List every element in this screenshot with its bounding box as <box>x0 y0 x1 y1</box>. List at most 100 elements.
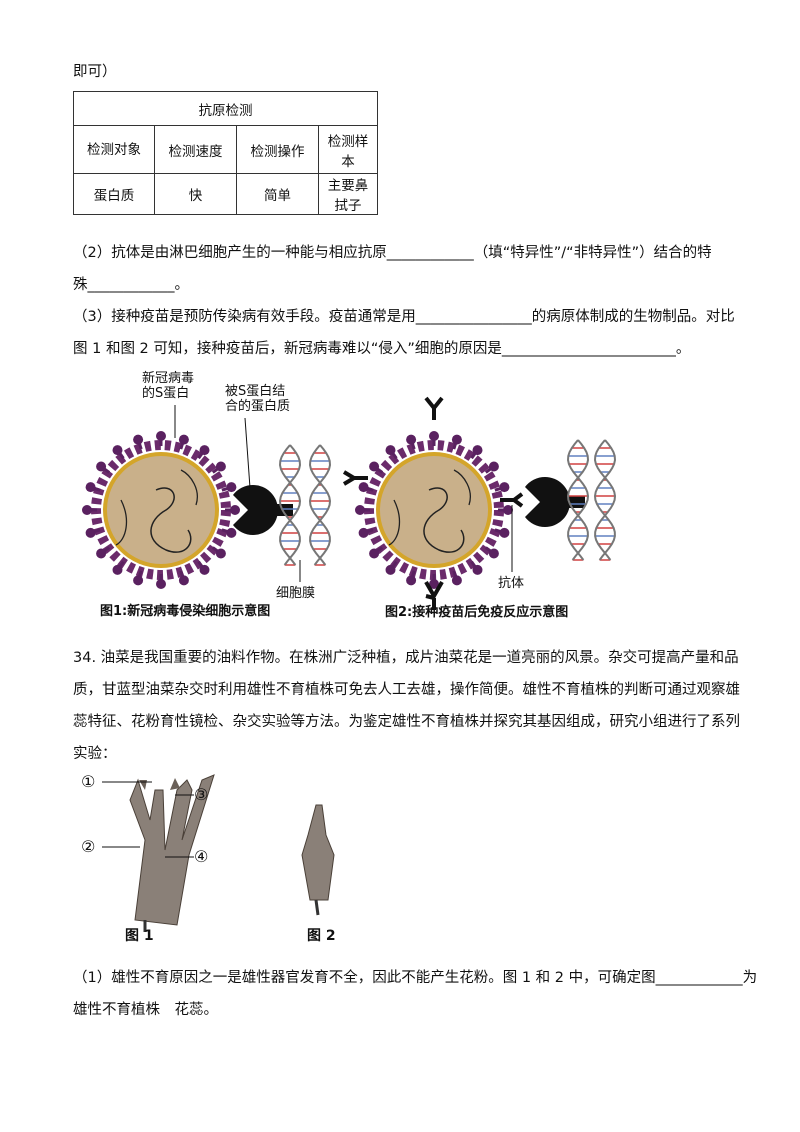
spike-stalk <box>179 442 185 450</box>
q34-1-line1: （1）雄性不育原因之一是雄性器官发育不全，因此不能产生花粉。图 1 和 2 中，… <box>73 970 758 986</box>
spike-protein <box>499 527 510 538</box>
spike-protein <box>488 461 499 472</box>
spike-protein <box>451 575 462 586</box>
spike-stalk <box>410 570 416 578</box>
virus-1 <box>82 431 240 589</box>
spike-protein <box>406 575 417 586</box>
q3-line1: （3）接种疫苗是预防传染病有效手段。疫苗通常是用________________… <box>73 309 735 325</box>
spike-stalk <box>103 467 111 474</box>
spike-stalk <box>452 442 458 450</box>
spike-protein <box>406 434 417 445</box>
marker4-label: ④ <box>194 847 209 866</box>
spike-protein <box>226 482 237 493</box>
intro-tail-text: 即可） <box>73 64 117 80</box>
antigen-table-cell: 主要鼻拭子 <box>318 173 378 215</box>
spike-protein <box>451 434 462 445</box>
antigen-table: 抗原检测 检测对象 检测速度 检测操作 检测样本 蛋白质 快 简单 主要鼻拭子 <box>73 91 378 215</box>
membrane-strand <box>278 444 302 566</box>
spike-protein <box>230 505 240 515</box>
spike-stalk <box>470 560 477 568</box>
spike-protein <box>178 434 189 445</box>
spike-protein <box>96 548 107 559</box>
q34-line3: 蕊特征、花粉育性镜检、杂交实验等方法。为鉴定雄性不育植株并探究其基因组成，研究小… <box>73 714 740 730</box>
spike-protein <box>503 505 513 515</box>
flower-figure1-caption: 图 1 <box>125 928 154 944</box>
spike-stalk <box>410 442 416 450</box>
membrane-label: 细胞膜 <box>276 586 316 601</box>
spike-protein <box>112 564 123 575</box>
q34-1-line2: 雄性不育植株 花蕊。 <box>73 1002 218 1018</box>
spike-protein <box>385 445 396 456</box>
flower-2-image <box>301 804 335 916</box>
spike-stalk <box>93 528 101 534</box>
membrane-strand <box>566 439 590 561</box>
figure1-caption: 图1:新冠病毒侵染细胞示意图 <box>100 604 271 619</box>
spike-stalk <box>137 570 143 578</box>
spike-stalk <box>197 452 204 460</box>
q2-line2: 殊____________。 <box>73 277 189 293</box>
spike-stalk <box>93 486 101 492</box>
membrane-strand <box>308 444 332 566</box>
cell-membrane-1 <box>278 444 302 566</box>
q3-line2: 图 1 和图 2 可知，接种疫苗后，新冠病毒难以“侵入”细胞的原因是______… <box>73 341 691 357</box>
spike-protein-group <box>355 431 513 589</box>
antibody-left <box>342 470 368 486</box>
membrane-strand <box>278 444 302 566</box>
figure2-caption: 图2:接种疫苗后免疫反应示意图 <box>385 605 569 620</box>
spike-protein <box>472 564 483 575</box>
flower-figure2-caption: 图 2 <box>307 928 336 944</box>
spike-stalk <box>366 486 374 492</box>
antibody-label: 抗体 <box>498 576 525 591</box>
antigen-table-cell: 蛋白质 <box>73 173 155 215</box>
spike-protein <box>369 461 380 472</box>
marker3-label: ③ <box>194 785 209 804</box>
receptor-protein-1 <box>233 485 293 535</box>
membrane-strand <box>593 439 617 561</box>
spike-protein-group <box>82 431 240 589</box>
marker1-label: ① <box>81 772 96 791</box>
spike-protein <box>156 579 166 589</box>
spike-protein <box>226 527 237 538</box>
spike-protein <box>85 527 96 538</box>
spike-protein <box>385 564 396 575</box>
spike-stalk <box>221 528 229 534</box>
spike-protein <box>82 505 92 515</box>
spike-protein <box>429 431 439 441</box>
spike-stalk <box>211 467 219 474</box>
spike-label: 新冠病毒 的S蛋白 <box>142 371 195 401</box>
spike-protein <box>199 445 210 456</box>
spike-stalk <box>179 570 185 578</box>
q34-line2: 质，甘蓝型油菜杂交时利用雄性不育植株可免去人工去雄，操作简便。雄性不育植株的判断… <box>73 682 740 698</box>
spike-stalk <box>452 570 458 578</box>
spike-stalk <box>211 546 219 553</box>
spike-stalk <box>197 560 204 568</box>
spike-protein <box>472 445 483 456</box>
membrane-strand <box>308 444 332 566</box>
spike-stalk <box>137 442 143 450</box>
spike-protein <box>156 431 166 441</box>
antigen-table-header: 检测样本 <box>318 125 378 174</box>
antigen-table-header: 检测速度 <box>154 125 237 174</box>
q2-line1: （2）抗体是由淋巴细胞产生的一种能与相应抗原____________（填“特异性… <box>73 245 712 261</box>
spike-protein <box>112 445 123 456</box>
antibody-bottom <box>424 581 444 610</box>
virus-2 <box>355 431 513 589</box>
spike-protein <box>133 575 144 586</box>
membrane-strand <box>566 439 590 561</box>
antibody-right <box>500 492 524 508</box>
spike-stalk <box>484 467 492 474</box>
antigen-table-header: 检测操作 <box>236 125 319 174</box>
cell-membrane-4 <box>593 439 617 561</box>
receptor-label-line <box>244 417 251 489</box>
spike-stalk <box>103 546 111 553</box>
spike-protein <box>199 564 210 575</box>
spike-protein <box>429 579 439 589</box>
spike-stalk <box>118 452 125 460</box>
spike-protein <box>499 482 510 493</box>
spike-stalk <box>391 560 398 568</box>
spike-protein <box>215 548 226 559</box>
spike-protein <box>96 461 107 472</box>
antibody-top <box>424 396 444 420</box>
